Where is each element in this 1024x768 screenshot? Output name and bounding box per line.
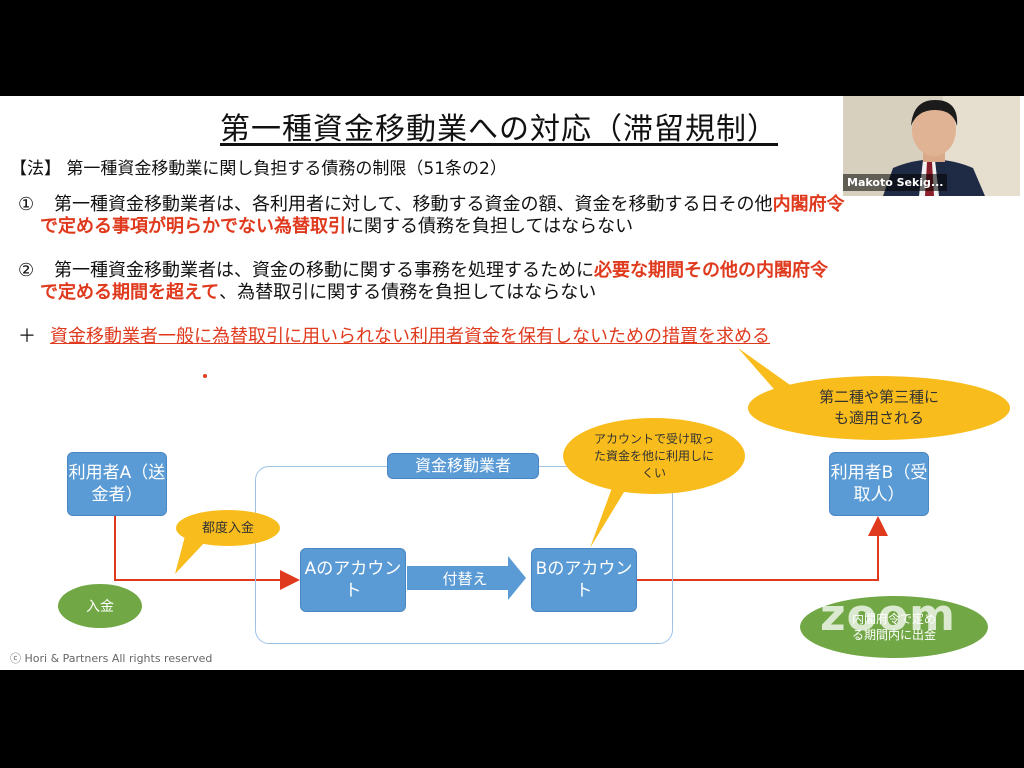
account-a-box: Aのアカウント <box>300 548 406 612</box>
deposit-ellipse: 入金 <box>58 584 142 628</box>
participant-name: Makoto Sekig... <box>843 174 947 191</box>
provider-label: 資金移動業者 <box>387 453 539 479</box>
zoom-watermark: zoom <box>820 590 956 641</box>
account-b-box: Bのアカウント <box>531 548 637 612</box>
user-a-box: 利用者A（送金者） <box>67 452 167 516</box>
callout-applies-to-type2-3: 第二種や第三種にも適用される <box>748 376 1010 440</box>
participant-video[interactable]: Makoto Sekig... <box>843 96 1020 196</box>
transfer-label: 付替え <box>420 568 510 589</box>
callout-account-funds: アカウントで受け取った資金を他に利用しにくい <box>563 418 745 494</box>
user-b-box: 利用者B（受取人） <box>829 452 929 516</box>
copyright-text: ⓒ Hori & Partners All rights reserved <box>10 650 212 666</box>
callout-each-deposit: 都度入金 <box>176 510 280 546</box>
